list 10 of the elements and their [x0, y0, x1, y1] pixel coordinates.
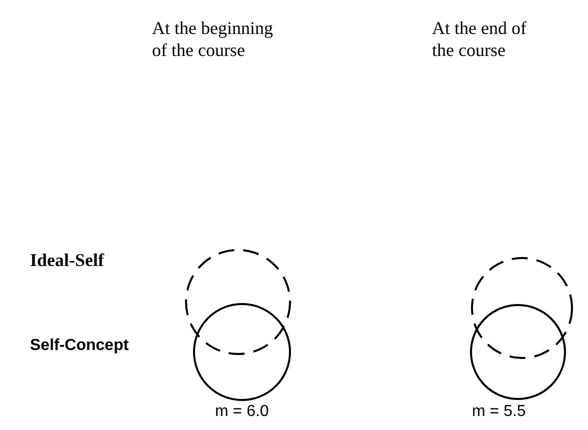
self-concept-circle [193, 303, 291, 401]
column-heading: At the beginning of the course [152, 17, 274, 61]
mean-value: m = 6.0 [215, 403, 269, 421]
ideal-self-circle [471, 257, 573, 359]
row-label: Ideal-Self [30, 249, 104, 271]
ideal-self-circle [185, 249, 291, 355]
row-label: Self-Concept [30, 337, 129, 355]
column-heading: At the end of the course [432, 17, 528, 61]
self-concept-circle [470, 304, 566, 400]
mean-value: m = 5.5 [472, 403, 526, 421]
